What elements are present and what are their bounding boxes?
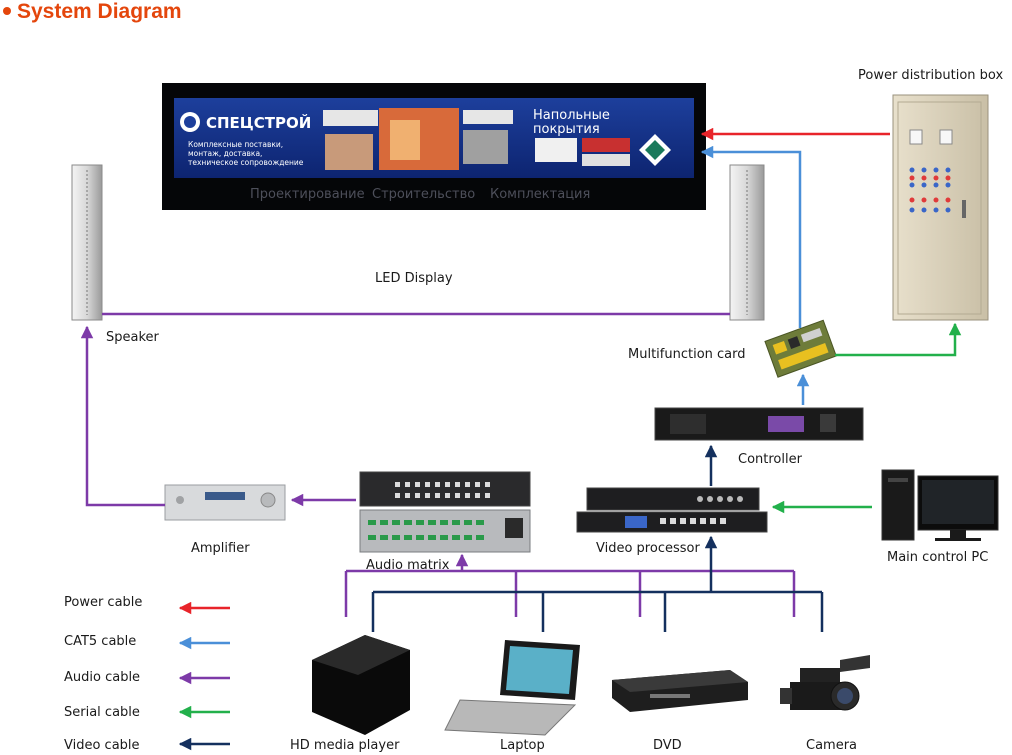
screen-photo (325, 134, 373, 170)
audio-matrix-device (359, 471, 531, 553)
screen-menu-item: Строительство (372, 187, 475, 202)
label-hd-player: HD media player (290, 738, 400, 753)
label-controller: Controller (738, 452, 802, 467)
hd-media-player (312, 635, 410, 735)
label-audio-matrix: Audio matrix (366, 558, 450, 573)
led-display: СПЕЦСТРОЙ Комплексные поставки, монтаж, … (162, 83, 706, 210)
label-dvd: DVD (653, 738, 682, 753)
legend-label-cat5: CAT5 cable (64, 634, 137, 649)
speaker-right (729, 164, 765, 321)
screen-menu-item: Комплектация (490, 187, 590, 202)
screen-heading: Напольные (533, 108, 610, 123)
laptop (444, 640, 580, 736)
power-distribution-box (892, 94, 989, 321)
page-title: System Diagram (0, 0, 182, 24)
label-laptop: Laptop (500, 738, 545, 753)
cat5-cable-line (700, 145, 802, 328)
multifunction-card (764, 319, 837, 378)
main-control-pc (881, 469, 999, 541)
screen-logo-text: СПЕЦСТРОЙ (206, 113, 311, 132)
legend-label-audio: Audio cable (64, 670, 141, 685)
label-video-processor: Video processor (596, 541, 700, 556)
page-title-text: System Diagram (17, 0, 182, 23)
screen-desc-line: монтаж, доставка, (188, 149, 262, 158)
legend-label-serial: Serial cable (64, 705, 140, 720)
legend-label-power: Power cable (64, 595, 143, 610)
controller-device (654, 407, 864, 441)
bullet-icon (3, 6, 11, 15)
label-led-display: LED Display (375, 271, 453, 286)
legend-label-video: Video cable (64, 738, 140, 753)
camera-device (780, 655, 870, 711)
label-camera: Camera (806, 738, 858, 753)
label-main-pc: Main control PC (887, 550, 989, 565)
label-power-box: Power distribution box (858, 68, 1004, 83)
audio-cable-line (80, 325, 165, 507)
video-processor-device (576, 487, 768, 533)
label-speaker: Speaker (106, 330, 159, 345)
label-amplifier: Amplifier (191, 541, 250, 556)
screen-menu-item: Проектирование (250, 187, 365, 202)
speaker-left (71, 164, 103, 321)
screen-heading: покрытия (533, 122, 600, 137)
screen-photo (463, 130, 508, 164)
label-multifunction-card: Multifunction card (628, 347, 746, 362)
serial-cable-line (835, 322, 962, 357)
amplifier-device (164, 484, 286, 521)
screen-desc-line: Комплексные поставки, (188, 140, 283, 149)
dvd-player (612, 670, 748, 712)
screen-desc-line: техническое сопровождение (188, 158, 304, 167)
